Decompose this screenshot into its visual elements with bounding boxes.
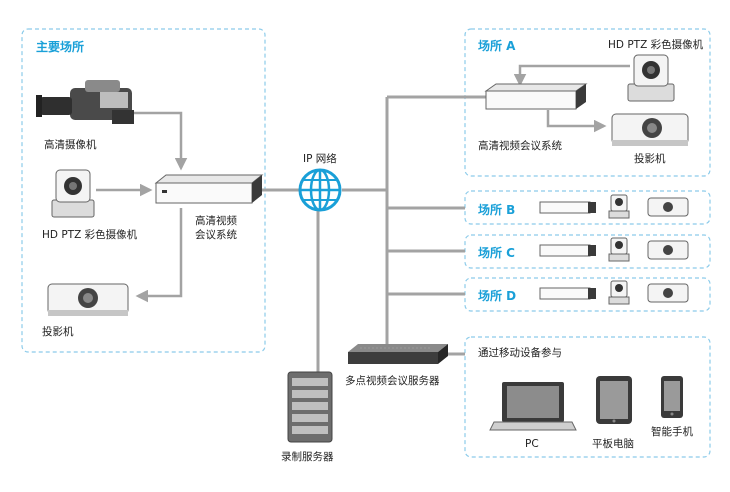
recording-server-icon <box>287 371 333 443</box>
codec-label-line1: 高清视频 <box>195 215 237 227</box>
ip-network-label: IP 网络 <box>303 153 337 165</box>
codec-to-projector-arrow <box>135 208 183 303</box>
recording-server-label: 录制服务器 <box>281 451 334 463</box>
codec-label-line2: 会议系统 <box>195 229 237 241</box>
camera-to-codec-arrow <box>130 111 188 171</box>
projector-label: 投影机 <box>42 326 74 338</box>
camera-label: 高清摄像机 <box>44 139 97 151</box>
site-d-devices <box>539 280 689 305</box>
site-c-title: 场所 C <box>478 246 515 260</box>
mcu-server-icon <box>348 344 448 364</box>
site-a-projector-label: 投影机 <box>634 153 666 165</box>
projector-icon <box>47 283 129 316</box>
site-a-codec-icon <box>484 83 588 110</box>
site-a-codec-to-projector-arrow <box>546 110 607 133</box>
site-d-title: 场所 D <box>478 289 517 303</box>
site-a-box <box>464 28 711 177</box>
pc-label: PC <box>525 438 539 450</box>
site-b-devices <box>539 194 689 219</box>
mobile-box <box>464 336 711 458</box>
site-a-ptz-label: HD PTZ 彩色摄像机 <box>608 39 704 51</box>
site-c-devices <box>539 237 689 262</box>
codec-icon <box>154 174 264 204</box>
ptz-camera-label: HD PTZ 彩色摄像机 <box>42 229 138 241</box>
site-a-title: 场所 A <box>478 39 516 53</box>
tablet-icon <box>596 376 632 424</box>
site-a-projector-icon <box>611 113 689 146</box>
site-a-ptz-to-codec-arrow <box>513 64 630 87</box>
tablet-label: 平板电脑 <box>592 438 634 450</box>
mobile-title: 通过移动设备参与 <box>478 347 562 359</box>
smartphone-label: 智能手机 <box>651 426 693 438</box>
globe-icon <box>298 168 342 212</box>
ptz-camera-icon <box>51 169 95 218</box>
laptop-icon <box>489 382 577 431</box>
main-site-title: 主要场所 <box>36 40 85 54</box>
site-b-title: 场所 B <box>478 203 516 217</box>
site-a-codec-label: 高清视频会议系统 <box>478 140 562 152</box>
smartphone-icon <box>661 376 683 418</box>
site-a-ptz-camera-icon <box>627 54 675 102</box>
mcu-label: 多点视频会议服务器 <box>345 375 440 387</box>
camcorder-icon <box>36 80 134 124</box>
